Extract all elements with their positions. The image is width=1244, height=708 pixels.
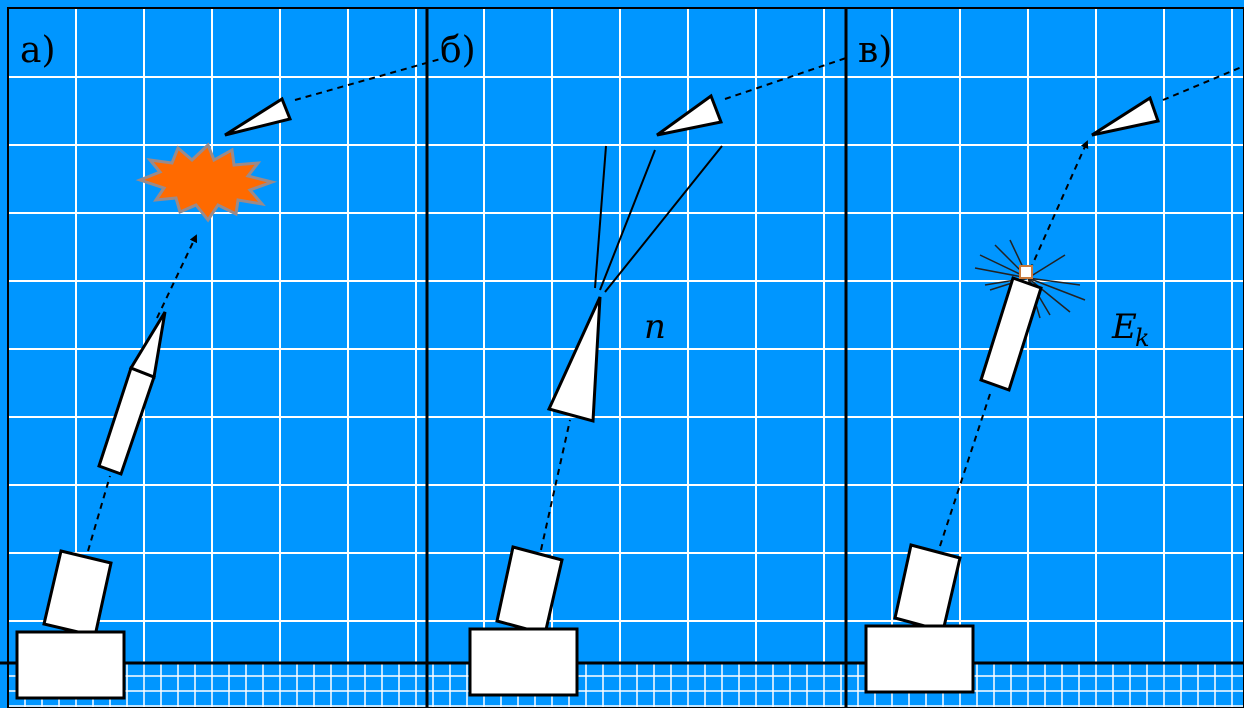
launcher-base	[866, 626, 973, 692]
ek-label-sub: k	[1135, 324, 1150, 352]
launcher-base	[17, 632, 124, 698]
panel-b-label: б)	[440, 30, 476, 71]
launcher-base	[470, 629, 577, 695]
ek-label-main: E	[1111, 307, 1137, 347]
missile-warhead	[1020, 266, 1032, 278]
n-label: n	[644, 307, 666, 347]
panel-c-label: в)	[858, 30, 892, 71]
panel-a-label: а)	[20, 30, 56, 71]
